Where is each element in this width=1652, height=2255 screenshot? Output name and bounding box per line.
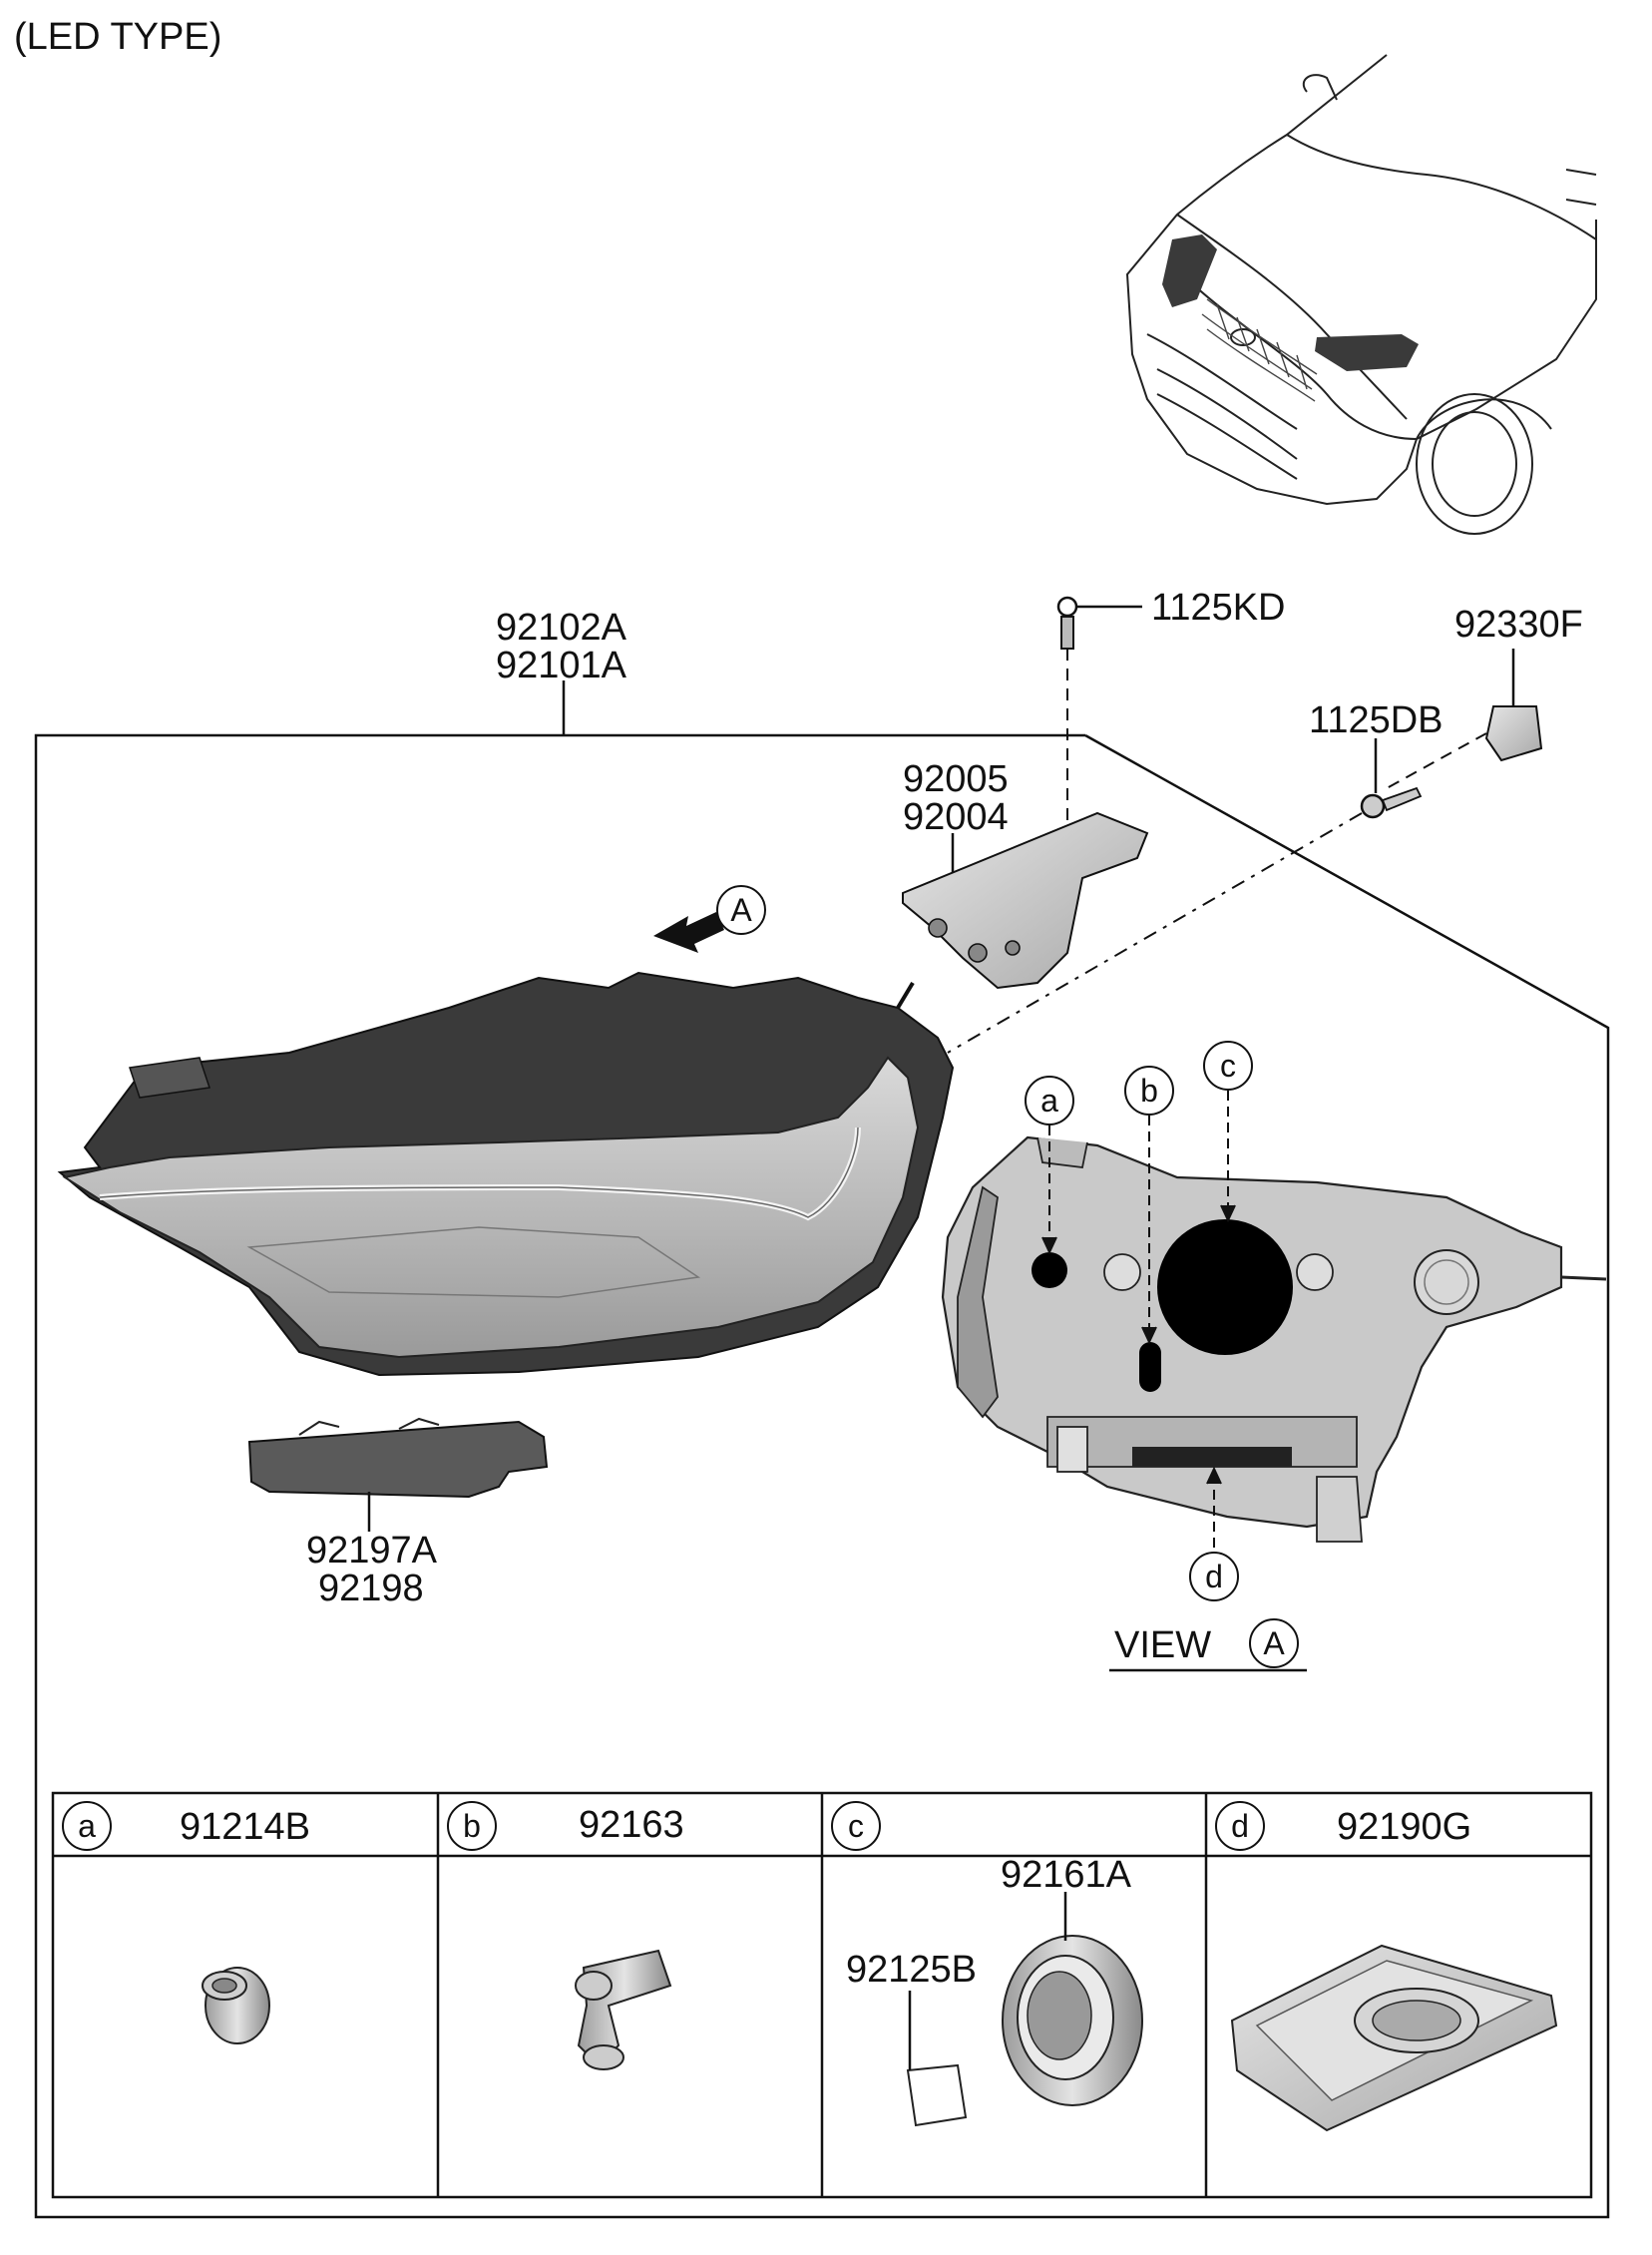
view-leaders xyxy=(1041,1091,1236,1552)
part-label-1125db[interactable]: 1125DB xyxy=(1309,699,1444,741)
vehicle-grille xyxy=(1201,298,1318,402)
part-92161a-icon xyxy=(1002,1892,1143,2106)
view-arrow xyxy=(653,912,724,953)
opening-c xyxy=(1157,1219,1293,1355)
part-label-92198[interactable]: 92198 xyxy=(318,1568,424,1609)
part-label-92102a[interactable]: 92102A xyxy=(496,607,627,649)
callout-b[interactable]: b xyxy=(1124,1066,1174,1116)
legend-part-91214b[interactable]: 91214B xyxy=(180,1806,311,1848)
vehicle-lamp-left xyxy=(1162,234,1217,307)
view-title-ref: A xyxy=(1249,1618,1299,1668)
part-92163-icon xyxy=(575,1949,672,2070)
part-92125b-icon xyxy=(906,1991,968,2127)
callout-a[interactable]: a xyxy=(1025,1076,1074,1126)
part-label-92330f[interactable]: 92330F xyxy=(1454,604,1583,646)
part-label-1125kd[interactable]: 1125KD xyxy=(1151,587,1286,629)
screw-1125db xyxy=(947,738,1423,1054)
opening-b xyxy=(1139,1342,1161,1392)
vehicle-lamp-right xyxy=(1315,334,1419,371)
part-92190g-icon xyxy=(1230,1944,1558,2132)
type-label: (LED TYPE) xyxy=(14,16,222,58)
legend-letter-b: b xyxy=(447,1801,497,1851)
part-91214b-icon xyxy=(202,1967,270,2044)
legend-part-92161a[interactable]: 92161A xyxy=(1001,1854,1132,1896)
view-a-housing xyxy=(941,1135,1607,1543)
part-label-92197a[interactable]: 92197A xyxy=(306,1530,438,1572)
callout-d[interactable]: d xyxy=(1189,1552,1239,1601)
bracket-92005 xyxy=(902,811,1149,990)
vehicle-illustration xyxy=(1125,54,1597,535)
assembly-frame xyxy=(34,733,1610,2219)
legend-letter-a: a xyxy=(62,1801,112,1851)
connector-92330f xyxy=(1386,649,1543,789)
legend-part-92163[interactable]: 92163 xyxy=(579,1804,684,1846)
callout-c[interactable]: c xyxy=(1203,1041,1253,1091)
view-marker-a[interactable]: A xyxy=(716,885,766,935)
repair-bracket xyxy=(247,1417,549,1532)
view-title: VIEW xyxy=(1114,1624,1212,1666)
legend-letter-c: c xyxy=(831,1801,881,1851)
legend-part-92190g[interactable]: 92190G xyxy=(1337,1806,1472,1848)
opening-a xyxy=(1032,1252,1067,1288)
part-label-92004[interactable]: 92004 xyxy=(903,796,1009,838)
legend-part-92125b[interactable]: 92125B xyxy=(846,1949,978,1991)
legend-letter-d: d xyxy=(1215,1801,1265,1851)
legend-table xyxy=(51,1791,1593,2199)
part-label-92101a[interactable]: 92101A xyxy=(496,645,627,686)
part-label-92005[interactable]: 92005 xyxy=(903,758,1009,800)
headlamp-assembly xyxy=(57,971,955,1377)
